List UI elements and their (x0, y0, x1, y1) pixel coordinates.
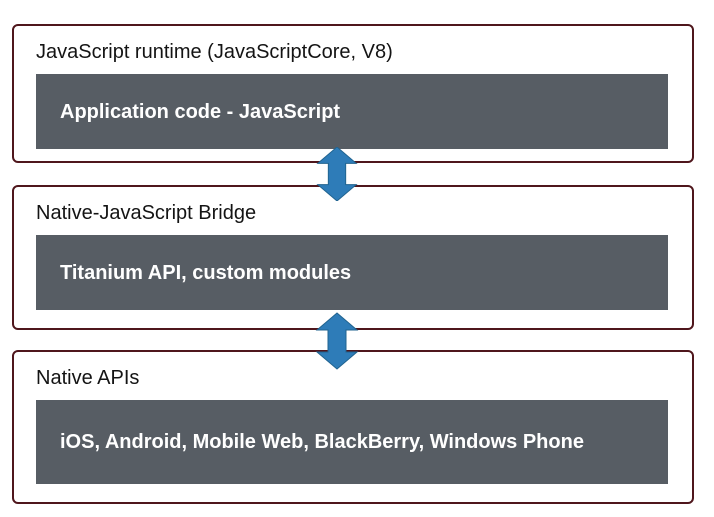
bidirectional-arrow-icon (315, 312, 359, 370)
inner-box-titanium-api: Titanium API, custom modules (36, 235, 668, 310)
inner-box-label: Titanium API, custom modules (60, 261, 352, 284)
inner-box-label: iOS, Android, Mobile Web, BlackBerry, Wi… (60, 431, 584, 453)
layer-native-javascript-bridge: Native-JavaScript Bridge Titanium API, c… (12, 185, 694, 330)
bidirectional-arrow-icon (315, 147, 359, 201)
inner-box-platforms: iOS, Android, Mobile Web, BlackBerry, Wi… (36, 400, 668, 484)
layer-native-apis: Native APIs iOS, Android, Mobile Web, Bl… (12, 350, 694, 504)
layer-title-native-javascript-bridge: Native-JavaScript Bridge (36, 202, 257, 224)
inner-box-label: Application code - JavaScript (60, 100, 341, 123)
layer-javascript-runtime: JavaScript runtime (JavaScriptCore, V8) … (12, 24, 694, 163)
layer-title-javascript-runtime: JavaScript runtime (JavaScriptCore, V8) (36, 41, 393, 63)
inner-box-application-code: Application code - JavaScript (36, 74, 668, 149)
layer-title-native-apis: Native APIs (36, 367, 140, 389)
